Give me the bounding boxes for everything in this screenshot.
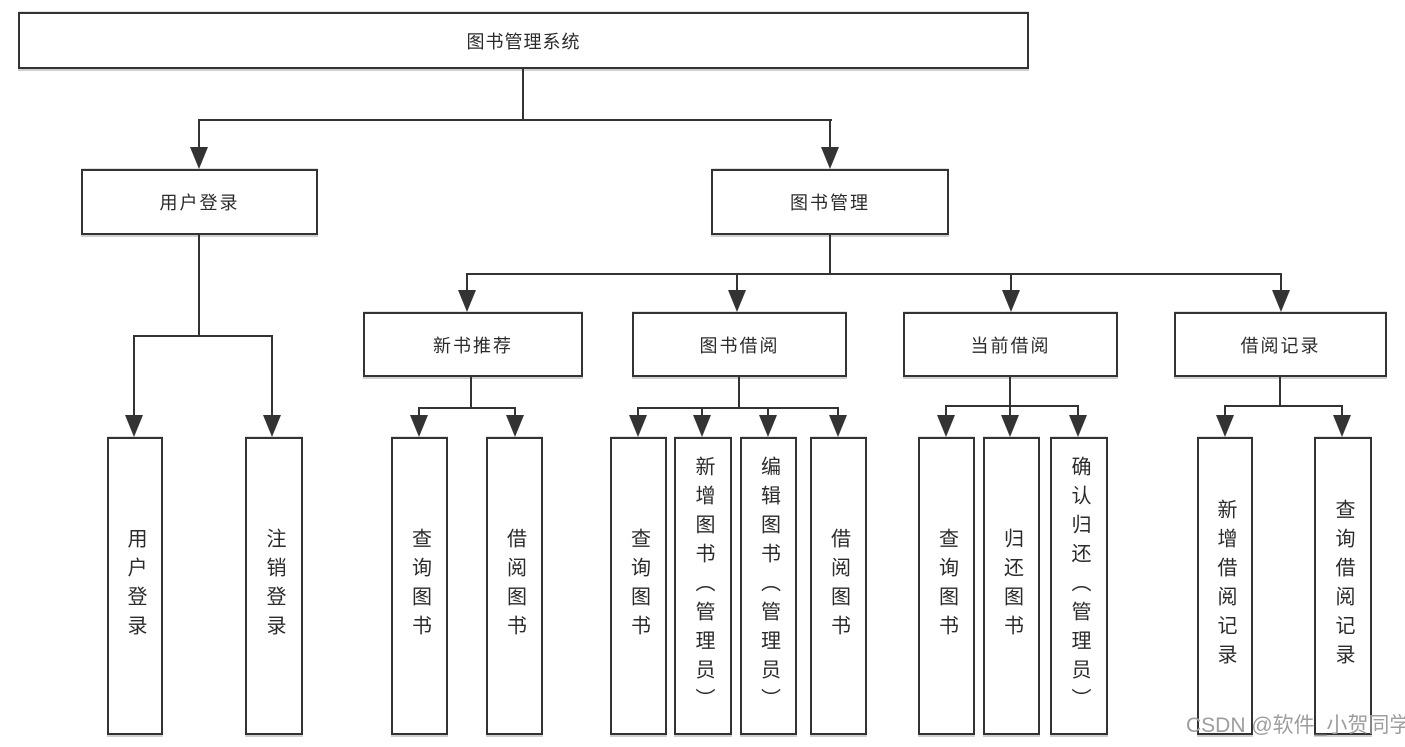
node-current-borrow: 当前借阅 bbox=[903, 312, 1118, 377]
arrowhead-down bbox=[458, 290, 476, 312]
leaf-query-books-recommend: 查询图书 bbox=[391, 437, 448, 735]
watermark: CSDN @软件_小贺同学 bbox=[1186, 714, 1405, 737]
node-label: 借阅记录 bbox=[1240, 335, 1321, 356]
leaf-label: 借阅图书 bbox=[503, 528, 526, 644]
arrowhead-down bbox=[829, 415, 847, 437]
leaf-label: 新增图书（管理员） bbox=[692, 455, 714, 717]
leaf-label: 归还图书 bbox=[1000, 528, 1023, 644]
connector-line bbox=[945, 405, 947, 415]
connector-line bbox=[1077, 405, 1079, 415]
node-book-management: 图书管理 bbox=[711, 169, 949, 235]
arrowhead-down bbox=[1272, 290, 1290, 312]
leaf-query-borrow-record: 查询借阅记录 bbox=[1314, 437, 1372, 735]
leaf-add-books-admin: 新增图书（管理员） bbox=[674, 437, 732, 735]
connector-bar bbox=[133, 335, 273, 337]
leaf-label: 确认归还（管理员） bbox=[1068, 455, 1090, 717]
arrowhead-down bbox=[728, 290, 746, 312]
arrowhead-down bbox=[1002, 290, 1020, 312]
leaf-label: 用户登录 bbox=[124, 528, 146, 644]
arrowhead-down bbox=[629, 415, 647, 437]
leaf-logout: 注销登录 bbox=[245, 437, 303, 735]
arrowhead-down bbox=[190, 147, 208, 169]
leaf-label: 查询借阅记录 bbox=[1332, 499, 1354, 673]
leaf-borrow-books-recommend: 借阅图书 bbox=[486, 437, 543, 735]
arrowhead-down bbox=[1333, 415, 1351, 437]
leaf-confirm-return-admin: 确认归还（管理员） bbox=[1050, 437, 1108, 735]
connector-line bbox=[701, 407, 703, 415]
node-label: 图书管理 bbox=[790, 193, 870, 213]
node-label: 新书推荐 bbox=[433, 335, 513, 356]
arrowhead-down bbox=[263, 415, 281, 437]
arrowhead-down bbox=[693, 415, 711, 437]
arrowhead-down bbox=[506, 415, 524, 437]
node-label: 用户登录 bbox=[159, 193, 240, 213]
arrowhead-down bbox=[759, 415, 777, 437]
connector-line bbox=[829, 119, 831, 147]
connector-stem bbox=[1279, 377, 1281, 407]
node-label: 图书管理系统 bbox=[466, 31, 581, 52]
node-library-system: 图书管理系统 bbox=[18, 12, 1029, 69]
connector-line bbox=[466, 273, 468, 290]
connector-line bbox=[1010, 273, 1012, 290]
connector-line bbox=[837, 407, 839, 415]
leaf-user-login: 用户登录 bbox=[107, 437, 163, 735]
connector-line bbox=[514, 407, 516, 415]
connector-line bbox=[1009, 405, 1011, 415]
connector-bar bbox=[637, 407, 839, 409]
leaf-label: 新增借阅记录 bbox=[1214, 499, 1236, 673]
node-label: 当前借阅 bbox=[970, 335, 1051, 356]
leaf-edit-books-admin: 编辑图书（管理员） bbox=[740, 437, 797, 735]
leaf-label: 查询图书 bbox=[935, 528, 958, 644]
connector-line bbox=[418, 407, 420, 415]
connector-line bbox=[271, 335, 273, 415]
node-book-borrow: 图书借阅 bbox=[632, 312, 847, 377]
leaf-borrow-books: 借阅图书 bbox=[810, 437, 867, 735]
leaf-query-books-borrow: 查询图书 bbox=[610, 437, 667, 735]
connector-stem bbox=[738, 377, 740, 409]
arrowhead-down bbox=[125, 415, 143, 437]
connector-line bbox=[133, 335, 135, 415]
connector-stem bbox=[829, 235, 831, 275]
arrowhead-down bbox=[937, 415, 955, 437]
connector-level2-bar bbox=[198, 119, 832, 121]
connector-line bbox=[1341, 405, 1343, 415]
arrowhead-down bbox=[1216, 415, 1234, 437]
leaf-label: 借阅图书 bbox=[827, 528, 850, 644]
connector-bar bbox=[418, 407, 516, 409]
connector-line bbox=[198, 119, 200, 147]
node-label: 图书借阅 bbox=[699, 335, 780, 356]
node-borrow-records: 借阅记录 bbox=[1174, 312, 1387, 377]
node-user-login: 用户登录 bbox=[81, 169, 318, 235]
connector-stem bbox=[198, 235, 200, 337]
leaf-query-books-current: 查询图书 bbox=[918, 437, 975, 735]
arrowhead-down bbox=[1001, 415, 1019, 437]
arrowhead-down bbox=[1069, 415, 1087, 437]
connector-line bbox=[767, 407, 769, 415]
node-new-book-recommend: 新书推荐 bbox=[363, 312, 583, 377]
leaf-label: 注销登录 bbox=[263, 528, 285, 644]
connector-level3-bar bbox=[466, 273, 1282, 275]
leaf-add-borrow-record: 新增借阅记录 bbox=[1197, 437, 1253, 735]
connector-stem bbox=[470, 377, 472, 409]
leaf-label: 查询图书 bbox=[408, 528, 431, 644]
connector-root-stem bbox=[522, 69, 524, 121]
arrowhead-down bbox=[821, 147, 839, 169]
arrowhead-down bbox=[410, 415, 428, 437]
leaf-label: 查询图书 bbox=[627, 528, 650, 644]
connector-bar bbox=[945, 405, 1079, 407]
connector-stem bbox=[1009, 377, 1011, 407]
leaf-label: 编辑图书（管理员） bbox=[757, 455, 780, 717]
connector-line bbox=[1224, 405, 1226, 415]
connector-bar bbox=[1224, 405, 1343, 407]
leaf-return-books: 归还图书 bbox=[983, 437, 1040, 735]
connector-line bbox=[637, 407, 639, 415]
connector-line bbox=[1280, 273, 1282, 290]
connector-line bbox=[736, 273, 738, 290]
